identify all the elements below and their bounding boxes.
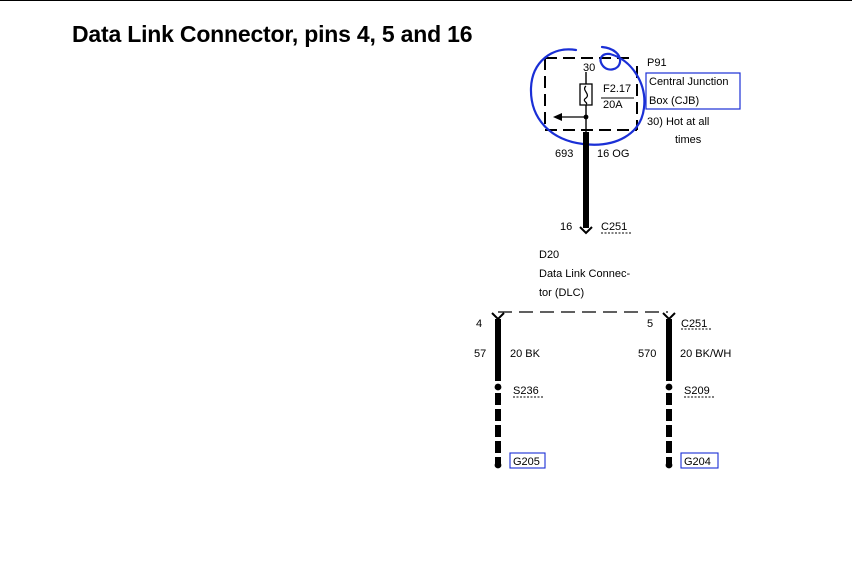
cjb-name-box bbox=[645, 72, 741, 110]
dlc-pin5-mark bbox=[662, 312, 676, 321]
wire-57 bbox=[494, 319, 502, 469]
cjb-name-line2: Box (CJB) bbox=[649, 95, 699, 107]
left-gauge-color: 20 BK bbox=[510, 348, 541, 360]
dlc-pin4-mark bbox=[491, 312, 505, 321]
splice-s209-label: S209 bbox=[684, 385, 710, 397]
left-pin-label: 4 bbox=[476, 318, 482, 330]
top-border bbox=[0, 0, 852, 1]
right-connector-label: C251 bbox=[681, 318, 707, 330]
dlc-top-connector-label: C251 bbox=[601, 221, 627, 233]
dlc-name-line1: Data Link Connec- bbox=[539, 268, 630, 280]
dlc-name-line2: tor (DLC) bbox=[539, 287, 584, 299]
dlc-ref-label: D20 bbox=[539, 249, 559, 261]
cjb-note-line1: 30) Hot at all bbox=[647, 116, 709, 128]
right-pin-label: 5 bbox=[647, 318, 653, 330]
cjb-note-line2: times bbox=[675, 134, 702, 146]
right-gauge-color: 20 BK/WH bbox=[680, 348, 731, 360]
fuse-label: F2.17 bbox=[603, 83, 631, 95]
wire-570 bbox=[665, 319, 673, 469]
cjb-pin-label: 30 bbox=[583, 62, 595, 74]
fuse-rating-label: 20A bbox=[603, 99, 623, 111]
cjb-ref-label: P91 bbox=[647, 57, 667, 69]
fuse-symbol bbox=[553, 72, 593, 132]
wire-693 bbox=[583, 132, 589, 228]
left-circuit-number: 57 bbox=[474, 348, 486, 360]
ground-g205-box bbox=[509, 452, 546, 469]
ground-g205-label: G205 bbox=[513, 456, 540, 468]
page-title: Data Link Connector, pins 4, 5 and 16 bbox=[72, 21, 473, 47]
ground-g204-label: G204 bbox=[684, 456, 711, 468]
right-circuit-number: 570 bbox=[638, 348, 656, 360]
splice-s236-label: S236 bbox=[513, 385, 539, 397]
hand-drawn-circle-annotation bbox=[529, 45, 646, 146]
connector-c251-pin16-mark bbox=[579, 226, 593, 235]
circuit-693-gauge-color: 16 OG bbox=[597, 148, 629, 160]
dlc-top-pin-label: 16 bbox=[560, 221, 572, 233]
circuit-693-number: 693 bbox=[555, 148, 573, 160]
ground-g204-box bbox=[680, 452, 719, 469]
cjb-name-line1: Central Junction bbox=[649, 76, 729, 88]
